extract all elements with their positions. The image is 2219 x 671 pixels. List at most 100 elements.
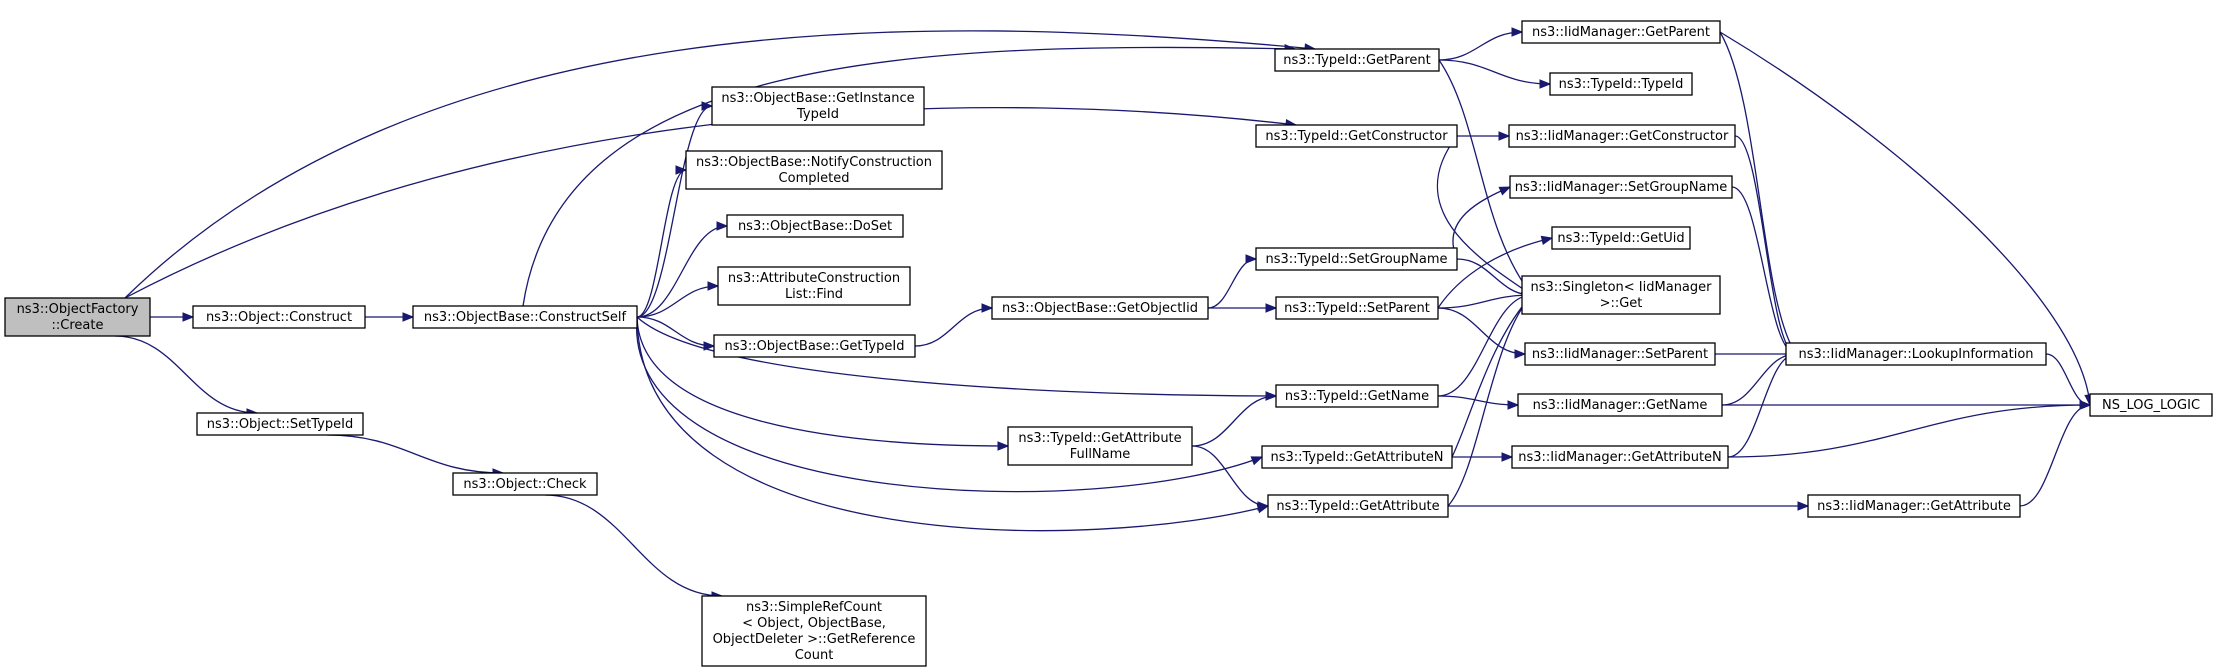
edge-line: [1734, 135, 1797, 355]
edge-getobjectiid-to-setparent: [1207, 303, 1278, 313]
node-singleton[interactable]: ns3::Singleton< IidManager>::Get: [1521, 275, 1721, 315]
edge-getattributen-to-iid-getattributen: [1451, 452, 1514, 462]
node-getconstructor[interactable]: ns3::TypeId::GetConstructor: [1255, 124, 1458, 148]
node-label: ns3::AttributeConstruction: [728, 271, 900, 286]
node-iid-getname[interactable]: ns3::IidManager::GetName: [1517, 393, 1723, 417]
arrowhead: [1540, 235, 1554, 245]
edge-constructself-to-getname: [636, 316, 1278, 401]
edge-getconstructor-to-iid-getconstructor: [1457, 131, 1511, 141]
edge-check-to-simpleref: [544, 494, 724, 601]
edge-iid-getconstructor-to-lookup: [1734, 135, 1798, 359]
node-getobjectiid[interactable]: ns3::ObjectBase::GetObjectIid: [991, 296, 1209, 320]
node-box: [1511, 445, 1729, 469]
edge-line: [1731, 186, 1797, 355]
node-construct[interactable]: ns3::Object::Construct: [192, 305, 366, 329]
arrowhead: [1507, 400, 1520, 410]
node-box: [1785, 342, 2047, 366]
node-box: [711, 86, 925, 126]
node-label: ns3::TypeId::GetAttributeN: [1270, 450, 1443, 465]
node-label: ns3::TypeId::TypeId: [1559, 77, 1684, 92]
node-iid-setgroupname[interactable]: ns3::IidManager::SetGroupName: [1509, 175, 1733, 199]
node-obgettypeid[interactable]: ns3::ObjectBase::GetTypeId: [713, 334, 916, 358]
edge-line: [1437, 237, 1553, 309]
edge-getname-to-singleton: [1437, 290, 1534, 397]
edge-iid-getattributen-to-lookup: [1727, 349, 1798, 458]
node-label: >::Get: [1600, 296, 1643, 311]
node-iid-getattribute[interactable]: ns3::IidManager::GetAttribute: [1807, 494, 2021, 518]
edge-getname-to-iid-getname: [1437, 395, 1520, 410]
node-box: [717, 266, 911, 306]
edge-constructself-to-doset: [636, 221, 729, 318]
node-box: [4, 297, 151, 337]
node-doset[interactable]: ns3::ObjectBase::DoSet: [726, 214, 904, 238]
node-box: [1521, 20, 1721, 44]
edge-line: [2019, 404, 2091, 507]
node-simpleref[interactable]: ns3::SimpleRefCount< Object, ObjectBase,…: [701, 595, 927, 667]
node-setgroupname[interactable]: ns3::TypeId::SetGroupName: [1255, 247, 1458, 271]
node-root[interactable]: ns3::ObjectFactory::Create: [4, 297, 151, 337]
arrowhead: [703, 341, 716, 351]
arrowhead: [1265, 391, 1278, 401]
edge-line: [1721, 353, 1797, 406]
node-getattribute[interactable]: ns3::TypeId::GetAttribute: [1267, 494, 1449, 518]
node-label: ns3::ObjectFactory: [17, 302, 139, 317]
node-iid-getconstructor[interactable]: ns3::IidManager::GetConstructor: [1508, 124, 1736, 148]
edge-lookup-to-nslog: [2045, 353, 2092, 410]
node-lookup[interactable]: ns3::IidManager::LookupInformation: [1785, 342, 2047, 366]
edge-root-to-settypeid: [114, 335, 259, 418]
node-box: [1255, 124, 1458, 148]
edge-getparent-to-typeid-typeid: [1438, 59, 1552, 89]
node-box: [1549, 72, 1693, 96]
node-setparent[interactable]: ns3::TypeId::SetParent: [1275, 296, 1439, 320]
arrowhead: [1498, 131, 1511, 141]
arrowhead: [2079, 400, 2092, 410]
node-label: ns3::ObjectBase::GetTypeId: [725, 339, 905, 354]
edge-settypeid-to-check: [326, 434, 505, 478]
node-box: [2089, 393, 2213, 417]
edge-line: [636, 316, 1263, 493]
node-getuid[interactable]: ns3::TypeId::GetUid: [1551, 226, 1691, 250]
node-getattributen[interactable]: ns3::TypeId::GetAttributeN: [1261, 445, 1453, 469]
edge-construct-to-constructself: [365, 312, 415, 322]
node-box: [1521, 275, 1721, 315]
edge-line: [1438, 31, 1523, 61]
edge-line: [1719, 31, 1797, 355]
node-check[interactable]: ns3::Object::Check: [452, 472, 598, 496]
node-label: ns3::TypeId::GetUid: [1557, 231, 1684, 246]
edge-constructself-to-attrfind: [636, 281, 720, 318]
edge-line: [522, 46, 1296, 307]
node-constructself[interactable]: ns3::ObjectBase::ConstructSelf: [412, 305, 638, 329]
node-label: TypeId: [796, 107, 839, 122]
node-box: [1508, 124, 1736, 148]
edge-line: [326, 434, 504, 474]
edge-getattrfull-to-getattribute: [1191, 445, 1270, 511]
edge-setparent-to-getuid: [1437, 235, 1554, 309]
node-label: ns3::Singleton< IidManager: [1530, 280, 1712, 295]
node-nslog[interactable]: NS_LOG_LOGIC: [2089, 393, 2213, 417]
edge-setgroupname-to-iid-setgroupname: [1452, 186, 1512, 260]
node-label: ns3::ObjectBase::ConstructSelf: [424, 310, 627, 325]
node-label: ns3::Object::SetTypeId: [207, 417, 353, 432]
edge-getattribute-to-iid-getattribute: [1448, 501, 1810, 511]
edge-line: [1437, 294, 1533, 397]
node-getname[interactable]: ns3::TypeId::GetName: [1275, 384, 1439, 408]
node-iid-setparent[interactable]: ns3::IidManager::SetParent: [1524, 342, 1716, 366]
node-iid-getparent[interactable]: ns3::IidManager::GetParent: [1521, 20, 1721, 44]
edge-line: [1438, 59, 1533, 296]
node-getparent[interactable]: ns3::TypeId::GetParent: [1274, 48, 1440, 72]
node-settypeid[interactable]: ns3::Object::SetTypeId: [196, 412, 364, 436]
edge-constructself-to-obgettypeid: [636, 316, 716, 351]
arrowhead: [1257, 501, 1270, 511]
node-notify[interactable]: ns3::ObjectBase::NotifyConstructionCompl…: [685, 150, 943, 190]
node-label: ns3::TypeId::GetAttribute: [1276, 499, 1439, 514]
edge-root-to-construct: [150, 312, 195, 322]
edge-line: [636, 285, 719, 318]
node-box: [192, 305, 366, 329]
arrowhead: [182, 312, 195, 322]
node-typeid-typeid[interactable]: ns3::TypeId::TypeId: [1549, 72, 1693, 96]
node-iid-getattributen[interactable]: ns3::IidManager::GetAttributeN: [1511, 445, 1729, 469]
edge-line: [1727, 404, 2091, 458]
